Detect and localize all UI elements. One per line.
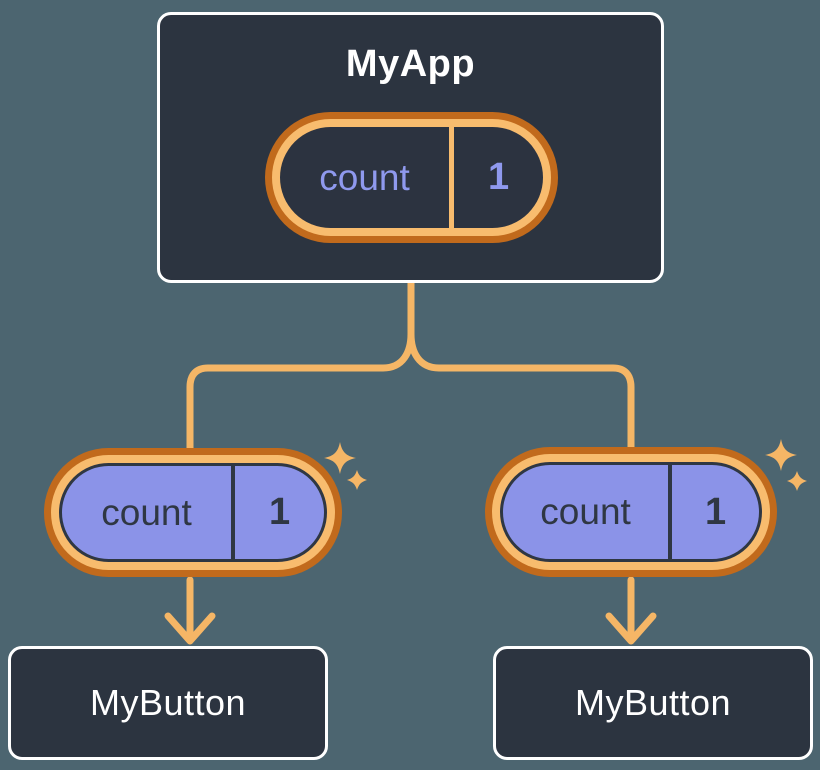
node-title-myapp: MyApp [345, 43, 476, 85]
props-pill-body: count 1 [500, 462, 762, 562]
state-name-label: count [319, 156, 410, 198]
connector-branch-left [186, 279, 415, 453]
state-value-label: 1 [487, 156, 510, 198]
sparkle-large-icon [765, 439, 797, 471]
node-title-mybutton-right: MyButton [574, 682, 732, 723]
props-name-label: count [540, 491, 631, 532]
component-node-mybutton-right: MyButton [493, 646, 813, 760]
node-title-mybutton-left: MyButton [89, 682, 247, 723]
component-node-mybutton-left: MyButton [8, 646, 328, 760]
props-pill-ring: count 1 [492, 454, 770, 570]
sparkle-large-icon [324, 442, 356, 474]
props-pill-right: count 1 [485, 447, 777, 577]
sparkle-small-icon [347, 470, 367, 490]
props-value-label: 1 [704, 490, 727, 533]
state-pill: count 1 [265, 112, 558, 243]
state-pill-body: count 1 [280, 127, 543, 228]
arrow-left-head [164, 612, 216, 645]
props-pill-left: count 1 [44, 448, 342, 577]
connector-branch-right [407, 330, 635, 452]
props-pill-ring: count 1 [51, 455, 335, 570]
arrow-right-head [605, 612, 657, 645]
state-pill-divider [449, 127, 455, 228]
props-name-label: count [101, 491, 192, 533]
props-value-label: 1 [268, 491, 291, 533]
props-pill-divider [231, 466, 236, 559]
props-pill-divider [668, 465, 673, 559]
sparkles-right-pill [765, 439, 807, 491]
sparkles-left-pill [324, 442, 367, 490]
props-pill-body: count 1 [59, 463, 327, 562]
state-pill-ring: count 1 [272, 119, 551, 236]
sparkle-small-icon [787, 471, 807, 491]
